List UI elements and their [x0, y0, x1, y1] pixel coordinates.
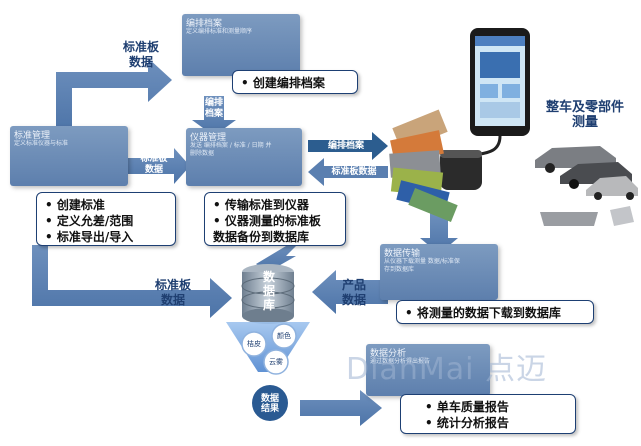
- card-report-actions: • 单车质量报告 • 统计分析报告: [400, 394, 576, 434]
- card-line: 数据备份到数据库: [213, 230, 310, 244]
- database-char: 数: [262, 270, 275, 284]
- panel-subtitle: 发送 编排档案 / 标准 / 日期 并 删除数据: [190, 142, 272, 157]
- panel-subtitle: 从仪器下载测量 数据/标准保 存到数据库: [384, 258, 460, 273]
- label-schedule-file-down: 编排 档案: [204, 98, 223, 119]
- funnel-label-color: 颜色: [277, 332, 291, 340]
- arrow-device-to-transfer: [420, 212, 458, 254]
- label-product-data: 产品 数据: [341, 278, 366, 307]
- label-std-board-data-left: 标准板数据: [331, 167, 377, 177]
- panel-data-transfer: 数据传输 从仪器下载测量 数据/标准保 存到数据库: [380, 244, 498, 300]
- funnel-bubble-haze: [263, 349, 289, 375]
- card-line: • 传输标准到仪器: [213, 198, 309, 212]
- panel-subtitle: 定义标准仪器与标准: [14, 140, 69, 147]
- panel-title: 编排档案: [186, 19, 223, 29]
- panel-title: 标准管理: [14, 131, 51, 141]
- database-cylinder: [241, 264, 295, 324]
- color-swatch-fan: [389, 109, 458, 222]
- database-char: 库: [262, 298, 275, 312]
- panel-data-analysis: 数据分析 通过数据分析得出报告: [366, 344, 490, 396]
- panel-subtitle: 定义编排标准和测量顺序: [186, 28, 253, 35]
- watermark: DianMai 点迈: [346, 352, 547, 387]
- card-line: • 创建标准: [45, 198, 105, 212]
- arrow-device-to-instrument: [308, 158, 388, 186]
- funnel-label-orange-peel: 桔皮: [247, 340, 261, 348]
- funnel-label-haze: 云雾: [269, 358, 283, 366]
- vehicle-measurement-title: 整车及零部件 测量: [545, 100, 624, 130]
- card-line: • 单车质量报告: [425, 400, 509, 414]
- panel-title: 数据传输: [384, 249, 421, 259]
- database-result-label: 数据 结果: [260, 394, 279, 414]
- label-std-board-data-mid: 标准板 数据: [140, 154, 168, 175]
- card-line: • 创建编排档案: [241, 76, 325, 90]
- label-schedule-file-right: 编排档案: [327, 141, 364, 151]
- panel-title: 仪器管理: [190, 133, 227, 143]
- device-illustration: [440, 28, 530, 190]
- arrow-transfer-to-database: [312, 270, 388, 314]
- card-standard-actions: • 创建标准 • 定义允差/范围 • 标准导出/导入: [36, 192, 176, 246]
- panel-title: 数据分析: [370, 349, 407, 359]
- label-std-board-data-bottom: 标准板 数据: [154, 278, 191, 307]
- card-line: • 统计分析报告: [425, 416, 509, 430]
- card-schedule-action: • 创建编排档案: [232, 70, 358, 94]
- panel-standard-mgmt: 标准管理 定义标准仪器与标准: [10, 126, 128, 186]
- card-line: • 定义允差/范围: [45, 214, 134, 228]
- arrow-schedule-to-instrument: [192, 96, 236, 136]
- funnel-bubble-color: [271, 323, 297, 349]
- arrow-schedule-to-device: [308, 132, 388, 160]
- card-line: • 标准导出/导入: [45, 230, 134, 244]
- arrow-standard-to-database: [32, 245, 232, 318]
- card-line: • 将测量的数据下载到数据库: [405, 306, 561, 320]
- arrow-result-to-analysis: [300, 390, 382, 426]
- card-line: • 仪器测量的标准板: [213, 214, 321, 228]
- arrow-standard-to-schedule: [56, 58, 172, 132]
- car-silhouettes: [535, 146, 638, 226]
- database-label: 数 据 库: [258, 270, 280, 312]
- database-char: 据: [262, 284, 275, 298]
- arrow-standard-to-instrument: [128, 148, 190, 184]
- label-std-board-data-top: 标准板 数据: [122, 40, 159, 69]
- result-circle: [252, 385, 288, 421]
- card-download-action: • 将测量的数据下载到数据库: [396, 300, 594, 324]
- panel-instrument-mgmt: 仪器管理 发送 编排档案 / 标准 / 日期 并 删除数据: [186, 128, 302, 186]
- panel-schedule-file: 编排档案 定义编排标准和测量顺序: [182, 14, 300, 76]
- panel-subtitle: 通过数据分析得出报告: [370, 358, 431, 365]
- card-instrument-actions: • 传输标准到仪器 • 仪器测量的标准板 数据备份到数据库: [204, 192, 346, 246]
- funnel-bubble-orange: [241, 331, 267, 357]
